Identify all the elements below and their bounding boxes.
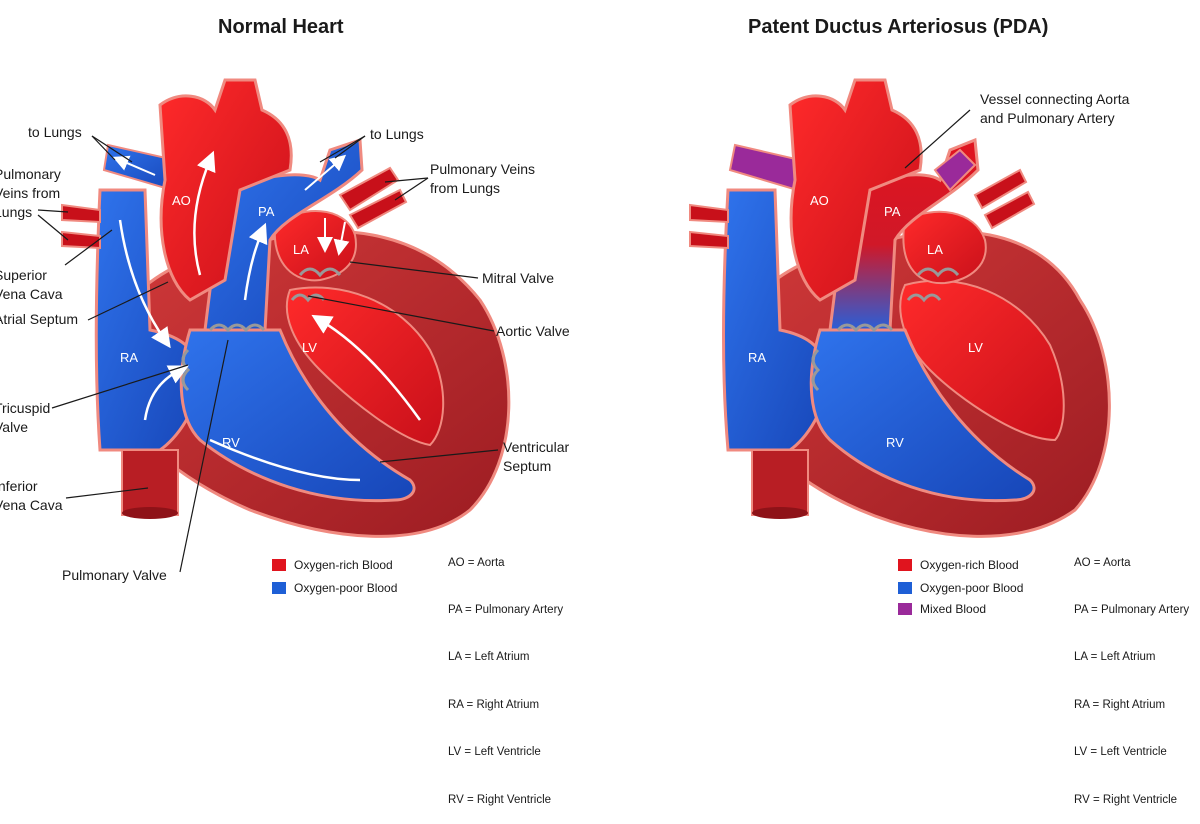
label-pulmonary-veins-right-1: Pulmonary Veins	[430, 161, 536, 177]
pda-heart-title: Patent Ductus Arteriosus (PDA)	[748, 16, 1049, 38]
pulmonary-valve	[208, 323, 266, 333]
chamber-la: LA	[293, 242, 309, 257]
abbr-item: LA = Left Atrium	[1074, 651, 1156, 664]
abbr-item: PA = Pulmonary Artery	[1074, 603, 1190, 616]
legend-label: Oxygen-poor Blood	[294, 581, 398, 595]
chamber-la-pda: LA	[927, 242, 943, 257]
aorta	[158, 78, 293, 302]
legend-label: Oxygen-rich Blood	[294, 558, 393, 572]
abbr-item: RV = Right Ventricle	[448, 793, 552, 806]
chamber-ra: RA	[120, 350, 139, 365]
chamber-ao: AO	[172, 193, 191, 208]
legend-label: Oxygen-poor Blood	[920, 581, 1024, 595]
legend-swatch-red	[272, 559, 286, 571]
label-mitral-valve: Mitral Valve	[482, 270, 555, 286]
legend-item-oxygen-rich: Oxygen-rich Blood	[272, 558, 393, 572]
label-vessel-connecting-2: and Pulmonary Artery	[980, 110, 1115, 126]
abbreviation-list-left: AO = Aorta PA = Pulmonary Artery LA = Le…	[448, 524, 563, 824]
aorta-pda	[788, 78, 923, 302]
label-to-lungs-right: to Lungs	[370, 126, 424, 142]
legend-item-oxygen-rich-pda: Oxygen-rich Blood	[898, 558, 1019, 572]
legend-swatch-red	[898, 559, 912, 571]
label-superior-vena-cava-1: Superior	[0, 267, 47, 283]
legend-label: Mixed Blood	[920, 602, 987, 616]
label-ventricular-septum-1: Ventricular	[503, 439, 570, 455]
right-ventricle	[179, 328, 416, 503]
abbr-item: LV = Left Ventricle	[1074, 746, 1167, 759]
abbr-item: AO = Aorta	[448, 556, 505, 569]
ductus-arteriosus-vessel	[933, 148, 977, 192]
legend-item-oxygen-poor: Oxygen-poor Blood	[272, 581, 397, 595]
abbr-item: AO = Aorta	[1074, 556, 1131, 569]
abbr-item: RA = Right Atrium	[1074, 698, 1166, 711]
inferior-vena-cava	[121, 449, 179, 516]
mitral-valve	[298, 267, 342, 278]
label-pulmonary-veins-left-2: Veins from	[0, 185, 61, 201]
legend-swatch-blue	[898, 582, 912, 594]
label-tricuspid-valve-2: Valve	[0, 419, 28, 435]
legend-item-oxygen-poor-pda: Oxygen-poor Blood	[898, 581, 1023, 595]
label-atrial-septum: Atrial Septum	[0, 311, 79, 327]
aortic-valve	[290, 293, 326, 303]
chamber-ra-pda: RA	[748, 350, 767, 365]
chamber-rv-pda: RV	[886, 435, 904, 450]
legend-label: Oxygen-rich Blood	[920, 558, 1019, 572]
legend-item-mixed-blood: Mixed Blood	[898, 602, 986, 616]
abbr-item: LV = Left Ventricle	[448, 746, 541, 759]
label-ventricular-septum-2: Septum	[503, 458, 552, 474]
abbreviation-list-right: AO = Aorta PA = Pulmonary Artery LA = Le…	[1074, 524, 1200, 824]
label-pulmonary-veins-left-1: Pulmonary	[0, 166, 61, 182]
label-pulmonary-veins-right-2: from Lungs	[430, 180, 501, 196]
inferior-vena-cava-pda	[751, 449, 809, 516]
pda-heart-drawing	[689, 78, 1111, 538]
pulmonary-artery-branch-pda	[728, 143, 802, 192]
label-superior-vena-cava-2: Vena Cava	[0, 286, 63, 302]
chamber-lv: LV	[302, 340, 317, 355]
chamber-pa: PA	[258, 204, 275, 219]
label-pulmonary-valve: Pulmonary Valve	[62, 567, 167, 583]
legend-swatch-blue	[272, 582, 286, 594]
heart-diagrams-artwork	[37, 78, 1111, 573]
right-ventricle-pda	[809, 328, 1036, 503]
normal-heart-title: Normal Heart	[218, 16, 344, 38]
legend-swatch-purple	[898, 603, 912, 615]
chamber-ao-pda: AO	[810, 193, 829, 208]
label-inferior-vena-cava-1: Inferior	[0, 478, 38, 494]
right-atrium	[94, 188, 202, 452]
chamber-pa-pda: PA	[884, 204, 901, 219]
left-atrium-pda	[902, 210, 987, 285]
abbr-item: RV = Right Ventricle	[1074, 793, 1178, 806]
label-pulmonary-veins-left-3: Lungs	[0, 204, 33, 220]
abbr-item: LA = Left Atrium	[448, 651, 530, 664]
label-aortic-valve: Aortic Valve	[496, 323, 570, 339]
label-to-lungs-left: to Lungs	[28, 124, 82, 140]
label-vessel-connecting-1: Vessel connecting Aorta	[980, 91, 1130, 107]
abbr-item: RA = Right Atrium	[448, 698, 540, 711]
label-inferior-vena-cava-2: Vena Cava	[0, 497, 63, 513]
abbr-item: PA = Pulmonary Artery	[448, 603, 564, 616]
normal-heart-drawing	[37, 78, 511, 573]
chamber-rv: RV	[222, 435, 240, 450]
right-atrium-pda	[722, 188, 830, 452]
label-tricuspid-valve-1: Tricuspid	[0, 400, 51, 416]
chamber-lv-pda: LV	[968, 340, 983, 355]
